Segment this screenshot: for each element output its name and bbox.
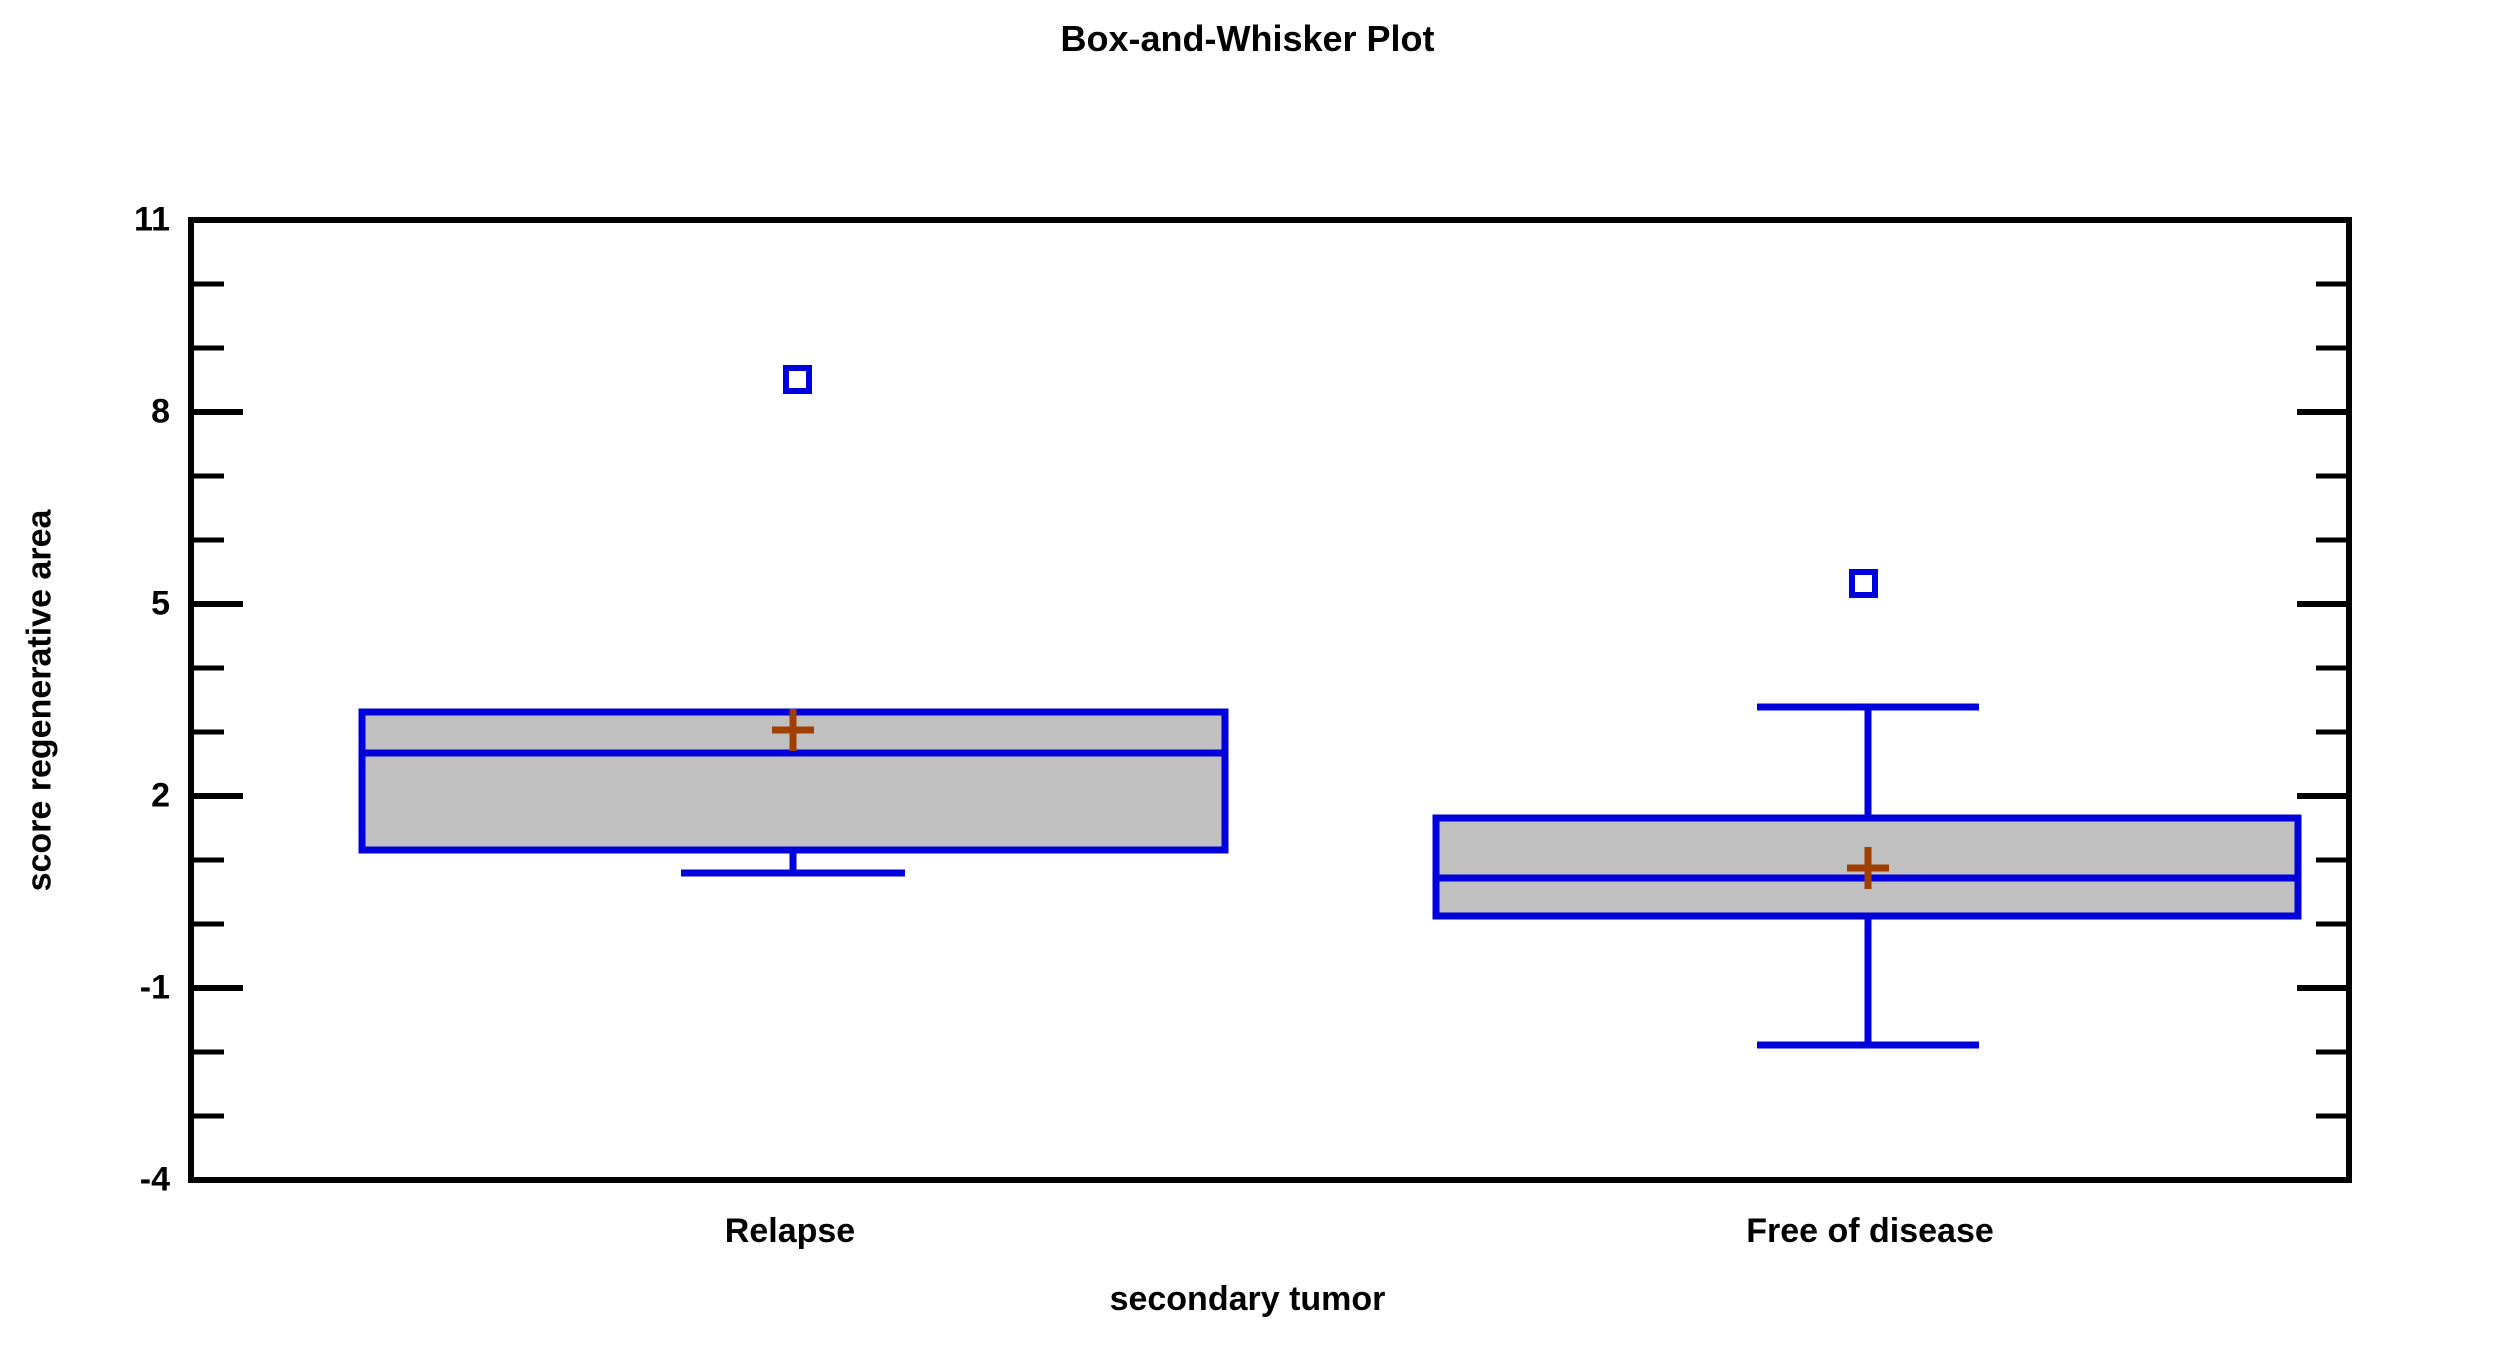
y-tick-label-neg1: -1: [139, 968, 170, 1007]
x-axis-title: secondary tumor: [1109, 1280, 1386, 1318]
mean-marker-relapse: [772, 709, 814, 751]
y-tick-label-2: 2: [151, 776, 170, 815]
boxplot-relapse[interactable]: [358, 365, 1229, 877]
chart-title: Box-and-Whisker Plot: [1060, 18, 1435, 59]
outlier-marker-free-of-disease[interactable]: [1849, 569, 1878, 598]
y-tick-label-5: 5: [151, 584, 170, 623]
y-tick-label-neg4: -4: [139, 1160, 170, 1199]
boxplot-free-of-disease[interactable]: [1432, 569, 2302, 1049]
y-tick-label-11: 11: [134, 200, 170, 239]
x-category-label-free-of-disease: Free of disease: [1746, 1212, 1994, 1250]
y-axis-major-ticks: [191, 217, 2349, 1183]
x-category-label-relapse: Relapse: [724, 1212, 856, 1250]
plot-frame: [188, 217, 2352, 1183]
y-axis-minor-ticks: [191, 281, 2349, 1119]
mean-marker-free-of-disease: [1847, 847, 1889, 889]
y-tick-label-8: 8: [151, 392, 170, 431]
outlier-marker-relapse[interactable]: [783, 365, 812, 394]
